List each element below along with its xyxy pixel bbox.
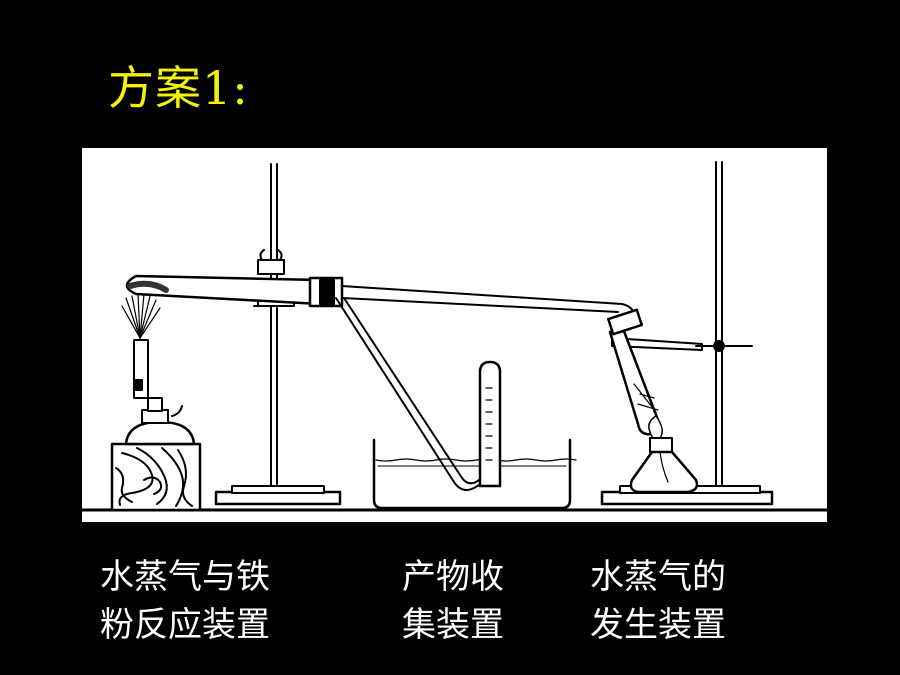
caption-line: 粉反应装置	[100, 605, 270, 645]
caption-collection-apparatus: 产物收 集装置	[402, 553, 504, 649]
iron-stand-left	[214, 163, 342, 506]
water-trough	[372, 438, 577, 510]
caption-line: 集装置	[402, 605, 504, 645]
alcohol-lamp-right	[629, 415, 699, 494]
wooden-block	[110, 442, 202, 512]
gas-collection-tube	[478, 360, 502, 488]
caption-line: 产物收	[402, 557, 504, 597]
delivery-tubes	[335, 285, 643, 491]
caption-line: 水蒸气的	[590, 557, 726, 597]
iron-stand-right	[600, 161, 774, 506]
caption-steam-apparatus: 水蒸气的 发生装置	[590, 553, 726, 649]
alcohol-lamp-left	[124, 339, 196, 446]
steam-generator-tube	[607, 308, 662, 436]
caption-line: 水蒸气与铁	[100, 557, 270, 597]
apparatus-diagram	[80, 148, 829, 522]
reaction-tube	[125, 274, 344, 308]
caption-line: 发生装置	[590, 605, 726, 645]
flame	[121, 293, 161, 339]
slide-title: 方案1:	[108, 61, 249, 115]
caption-reaction-apparatus: 水蒸气与铁 粉反应装置	[100, 553, 270, 649]
